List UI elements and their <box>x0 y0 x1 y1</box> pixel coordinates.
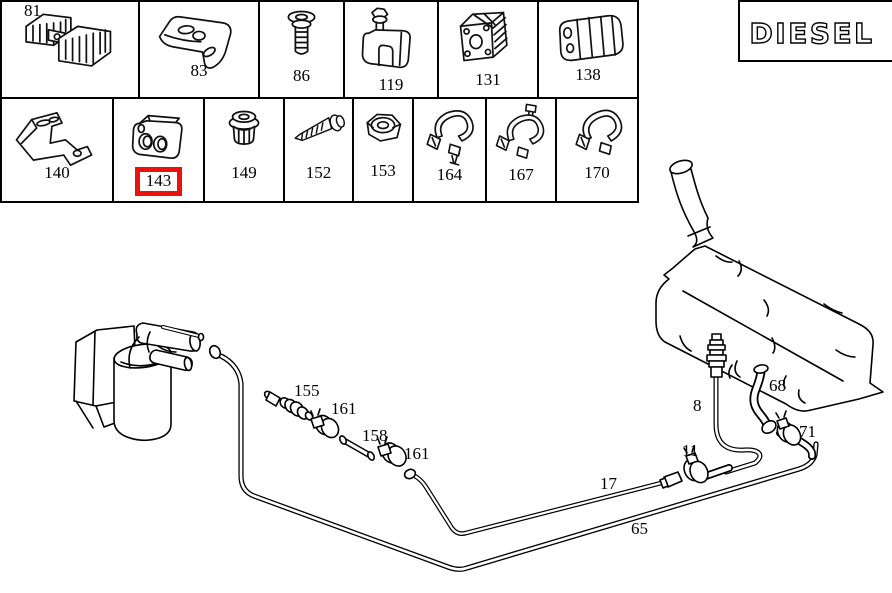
part-cell-153[interactable]: 153 <box>352 97 414 203</box>
part-cell-83[interactable]: 83 <box>138 0 260 99</box>
red-highlight-box: 143 <box>134 167 183 196</box>
part-cell-138[interactable]: 138 <box>537 0 639 99</box>
part-number: 81 <box>24 1 41 20</box>
part-number: 140 <box>44 163 70 182</box>
pipe-end-fitting <box>403 468 417 480</box>
hose-clamp-161-front <box>310 408 340 439</box>
part-cell-140[interactable]: 140 <box>0 97 114 203</box>
tank-hose-68 <box>749 364 777 435</box>
label-158: 158 <box>362 426 388 445</box>
hose-clamp-icon <box>426 110 474 166</box>
hose-clamp-71 <box>775 410 802 446</box>
label-161-rear: 161 <box>404 444 430 463</box>
part-number: 170 <box>584 163 610 182</box>
part-number: 152 <box>305 163 332 182</box>
part-number: 83 <box>190 61 208 80</box>
label-68: 68 <box>769 376 786 395</box>
threaded-fitting <box>706 333 727 378</box>
part-cell-164[interactable]: 164 <box>412 97 487 203</box>
part-cell-81[interactable]: 81 <box>0 0 140 99</box>
holder-with-bolt-icon <box>361 7 411 69</box>
nut-icon <box>366 113 402 142</box>
screw-icon <box>294 114 345 142</box>
expansion-rivet-icon <box>287 10 316 55</box>
part-number: 149 <box>231 163 257 182</box>
fuel-filter-assembly <box>73 322 222 442</box>
part-number-highlight: 143 <box>114 167 203 196</box>
grommet-nut-icon <box>228 110 260 145</box>
hose-to-main-pipe <box>775 410 817 460</box>
pipe-holder-block-icon <box>131 114 183 159</box>
damper-block-icon <box>25 13 112 67</box>
hose-clamp-bolt-icon <box>495 103 545 159</box>
filler-cap <box>669 159 693 175</box>
diesel-badge-text: DIESEL <box>749 16 875 50</box>
finned-block-icon <box>459 11 508 62</box>
part-cell-152[interactable]: 152 <box>283 97 354 203</box>
part-cell-167[interactable]: 167 <box>485 97 557 203</box>
fuel-pipe-17 <box>403 468 672 536</box>
strap-bracket-icon <box>158 15 232 69</box>
tank-outlet-pipe-8 <box>706 333 763 475</box>
fuel-tank <box>655 159 884 412</box>
label-71: 71 <box>799 422 816 441</box>
hat-bracket-icon <box>15 111 93 167</box>
part-number: 153 <box>370 161 396 180</box>
hose-clamp-icon <box>575 109 623 156</box>
filter-outlet-fitting <box>208 344 222 360</box>
diagram-labels: 155 161 158 161 17 65 11 8 68 71 <box>294 376 816 538</box>
hose-clamp-161-rear <box>377 436 407 467</box>
ribbed-block-icon <box>558 14 624 62</box>
part-number: 119 <box>378 75 404 94</box>
hose-clamp-11 <box>683 445 709 484</box>
part-cell-131[interactable]: 131 <box>437 0 539 99</box>
part-number: 138 <box>575 65 601 84</box>
diesel-badge: DIESEL <box>738 0 892 62</box>
part-number: 164 <box>436 165 463 184</box>
label-161-front: 161 <box>331 399 357 418</box>
diesel-label: DIESEL <box>750 17 875 50</box>
label-155: 155 <box>294 381 320 400</box>
part-number: 131 <box>475 70 501 89</box>
join-hose-and-clamp-11 <box>659 445 733 489</box>
part-cell-149[interactable]: 149 <box>203 97 285 203</box>
fuel-pipe-65 <box>218 353 819 572</box>
part-cell-170[interactable]: 170 <box>555 97 639 203</box>
label-17: 17 <box>600 474 618 493</box>
part-number: 86 <box>293 66 310 85</box>
filler-neck <box>670 168 714 248</box>
label-65: 65 <box>631 519 648 538</box>
connector-hose-158 <box>338 435 376 461</box>
label-8: 8 <box>693 396 702 415</box>
inline-filter-155 <box>263 390 314 421</box>
label-11: 11 <box>682 441 698 460</box>
part-cell-143-selected[interactable]: 143 <box>112 97 205 203</box>
part-number: 167 <box>508 165 534 184</box>
